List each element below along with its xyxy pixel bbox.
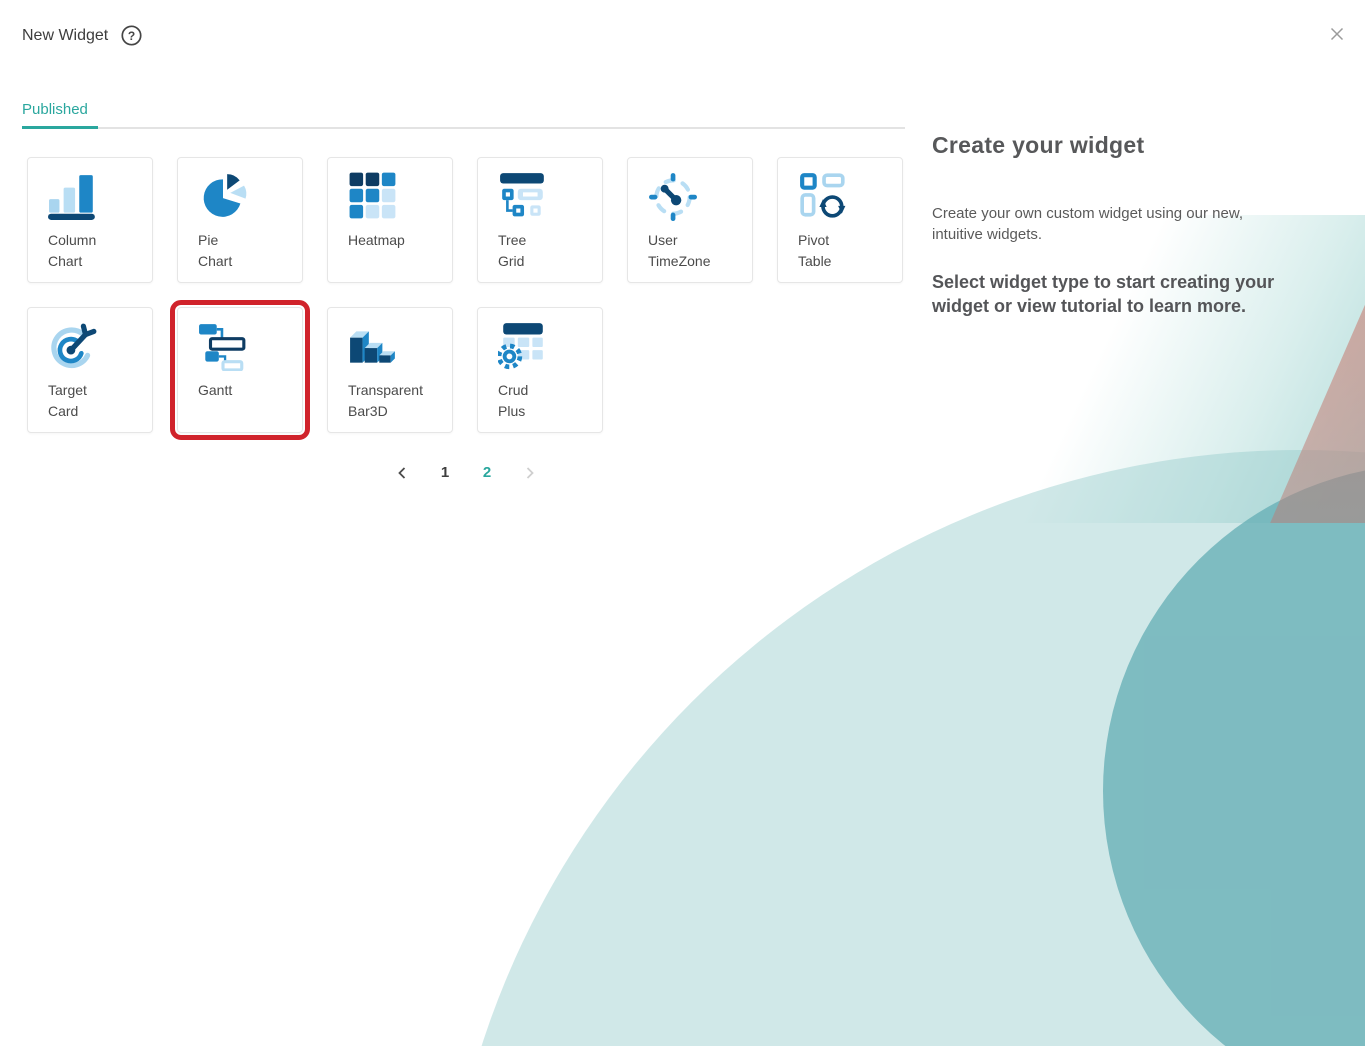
tree-grid-icon	[498, 171, 596, 221]
tab-active-indicator	[22, 126, 98, 129]
info-panel: Create your widget Create your own custo…	[932, 132, 1342, 318]
info-instruction: Select widget type to start creating you…	[932, 272, 1275, 316]
widget-card-label: Gantt	[198, 382, 233, 398]
user-timezone-icon	[648, 171, 746, 221]
svg-text:?: ?	[128, 29, 135, 43]
chevron-left-icon[interactable]	[395, 465, 409, 481]
pagination: 1 2	[27, 464, 905, 481]
info-heading: Create your widget	[932, 132, 1145, 158]
new-widget-dialog: New Widget ? Published	[22, 25, 1365, 1046]
pie-chart-icon	[198, 171, 296, 221]
decor-dark-teal-blob	[1103, 464, 1365, 1046]
page-1[interactable]: 1	[440, 464, 450, 481]
dialog-header: New Widget ?	[22, 25, 142, 46]
pivot-table-icon	[798, 171, 896, 221]
target-card-icon	[48, 321, 146, 371]
widget-card-gantt[interactable]: Gantt	[170, 300, 310, 440]
dialog-title: New Widget	[22, 26, 109, 44]
info-description: Create your own custom widget using our …	[932, 205, 1243, 243]
decor-pink-triangle	[1270, 304, 1365, 523]
close-icon[interactable]	[1329, 26, 1345, 42]
decor-light-teal-blob	[440, 450, 1365, 1046]
column-chart-icon	[48, 171, 146, 221]
tab-divider	[22, 127, 905, 129]
page-2-active[interactable]: 2	[482, 464, 492, 481]
widget-card-heatmap[interactable]: Heatmap	[327, 157, 453, 283]
tab-published[interactable]: Published	[22, 101, 88, 118]
help-icon[interactable]: ?	[121, 25, 142, 46]
chevron-right-icon[interactable]	[523, 465, 537, 481]
widget-card-label: Heatmap	[348, 232, 405, 248]
transparent-bar3d-icon	[348, 321, 446, 371]
heatmap-icon	[348, 171, 446, 221]
crud-plus-icon	[498, 321, 596, 371]
gantt-icon	[198, 321, 296, 371]
